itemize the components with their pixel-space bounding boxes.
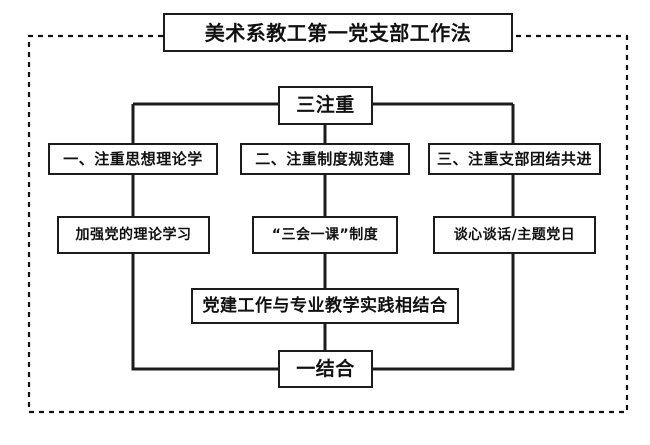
pillar-box-1: 一、注重思想理论学 xyxy=(48,143,218,175)
pillar-box-3: 三、注重支部团结共进 xyxy=(428,143,601,175)
measure-box-1: 加强党的理论学习 xyxy=(57,216,210,254)
measure-box-2: “三会一课”制度 xyxy=(252,216,398,254)
hub-top-box: 三注重 xyxy=(278,86,373,125)
pillar-box-2: 二、注重制度规范建 xyxy=(240,143,410,175)
measure-box-3: 谈心谈话/主题党日 xyxy=(433,216,596,254)
combine-box: 党建工作与专业教学实践相结合 xyxy=(191,288,459,324)
hub-bottom-box: 一结合 xyxy=(278,350,373,388)
diagram-title-box: 美术系教工第一党支部工作法 xyxy=(163,13,513,52)
